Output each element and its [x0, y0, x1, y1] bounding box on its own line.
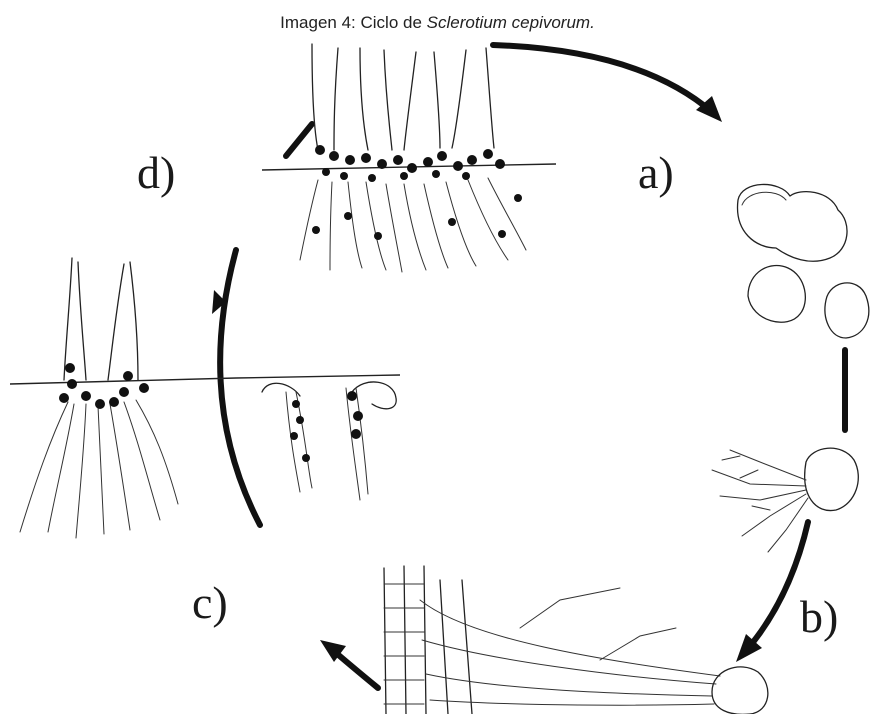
- sclerotia-on-roots-illustration: [236, 375, 400, 500]
- sclerotia-illustration: [738, 184, 869, 338]
- infected-plant-left: [10, 258, 236, 538]
- root-infection-illustration: [384, 566, 768, 714]
- stage-label-b: b): [800, 591, 838, 642]
- arrow-to-c: [320, 640, 378, 688]
- arrow-d-to-a: [493, 45, 722, 122]
- infected-plants-top: [262, 44, 556, 272]
- cycle-arrows: [212, 45, 845, 688]
- caption-species: Sclerotium cepivorum.: [427, 13, 595, 32]
- caption-prefix: Imagen 4: Ciclo de: [280, 13, 426, 32]
- germinating-sclerotium: [712, 448, 858, 552]
- arrow-c-to-d: [212, 250, 260, 525]
- stage-label-a: a): [638, 147, 674, 198]
- arrow-to-b: [736, 522, 808, 662]
- figure-caption: Imagen 4: Ciclo de Sclerotium cepivorum.: [0, 13, 875, 33]
- stage-label-d: d): [137, 147, 175, 198]
- stage-label-c: c): [192, 577, 228, 628]
